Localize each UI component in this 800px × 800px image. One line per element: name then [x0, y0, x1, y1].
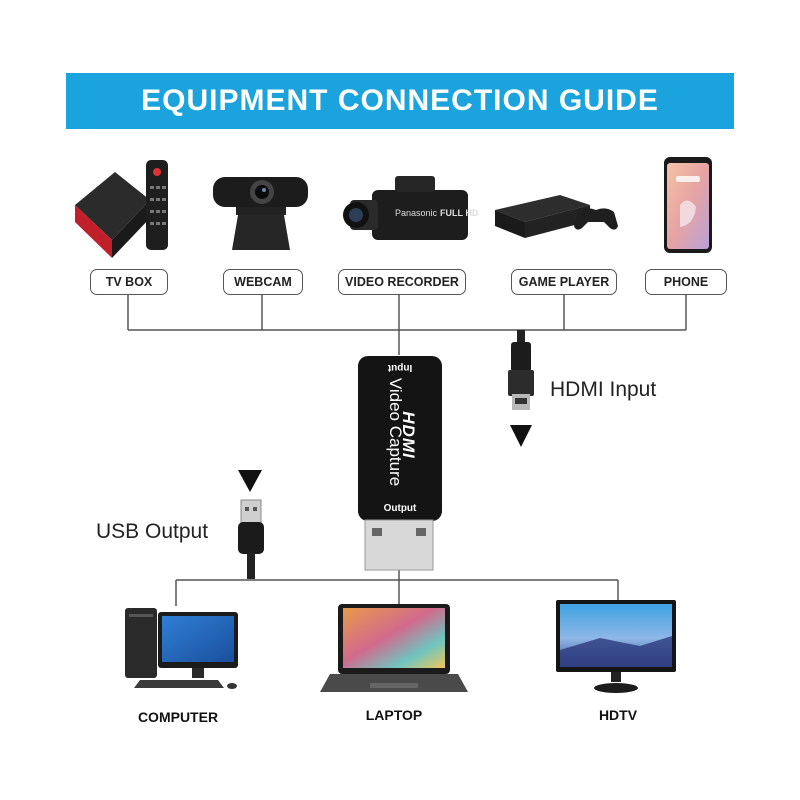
device-label-computer: COMPUTER	[118, 709, 238, 725]
device-label-phone: PHONE	[645, 269, 727, 295]
svg-text:FULL HD: FULL HD	[440, 208, 479, 218]
usb-output-label: USB Output	[96, 520, 208, 544]
device-label-tv-box: TV BOX	[90, 269, 168, 295]
hdmi-cable-icon	[508, 330, 534, 410]
hdmi-input-label: HDMI Input	[550, 378, 656, 402]
capture-device-name: Video Capture	[385, 377, 405, 487]
input-connection-lines	[128, 293, 686, 355]
output-connection-lines	[176, 565, 618, 606]
device-label-hdtv: HDTV	[558, 707, 678, 723]
video-recorder-icon: Panasonic FULL HD	[343, 176, 479, 240]
tv-box-icon	[75, 160, 168, 258]
usb-cable-icon	[238, 500, 264, 579]
device-label-webcam: WEBCAM	[223, 269, 303, 295]
device-label-video-recorder: VIDEO RECORDER	[338, 269, 466, 295]
laptop-icon	[320, 604, 468, 692]
phone-icon	[664, 157, 712, 253]
usb-direction-arrow	[238, 470, 262, 492]
computer-icon	[125, 608, 238, 689]
hdmi-direction-arrow	[510, 425, 532, 447]
capture-device-input-label: Input	[375, 362, 425, 373]
webcam-icon	[213, 177, 308, 250]
device-label-laptop: LAPTOP	[334, 707, 454, 723]
device-label-game-player: GAME PLAYER	[511, 269, 617, 295]
hdtv-icon	[556, 600, 676, 693]
svg-text:Panasonic: Panasonic	[395, 208, 438, 218]
game-console-icon	[495, 195, 618, 238]
capture-device-output-label: Output	[373, 503, 427, 514]
